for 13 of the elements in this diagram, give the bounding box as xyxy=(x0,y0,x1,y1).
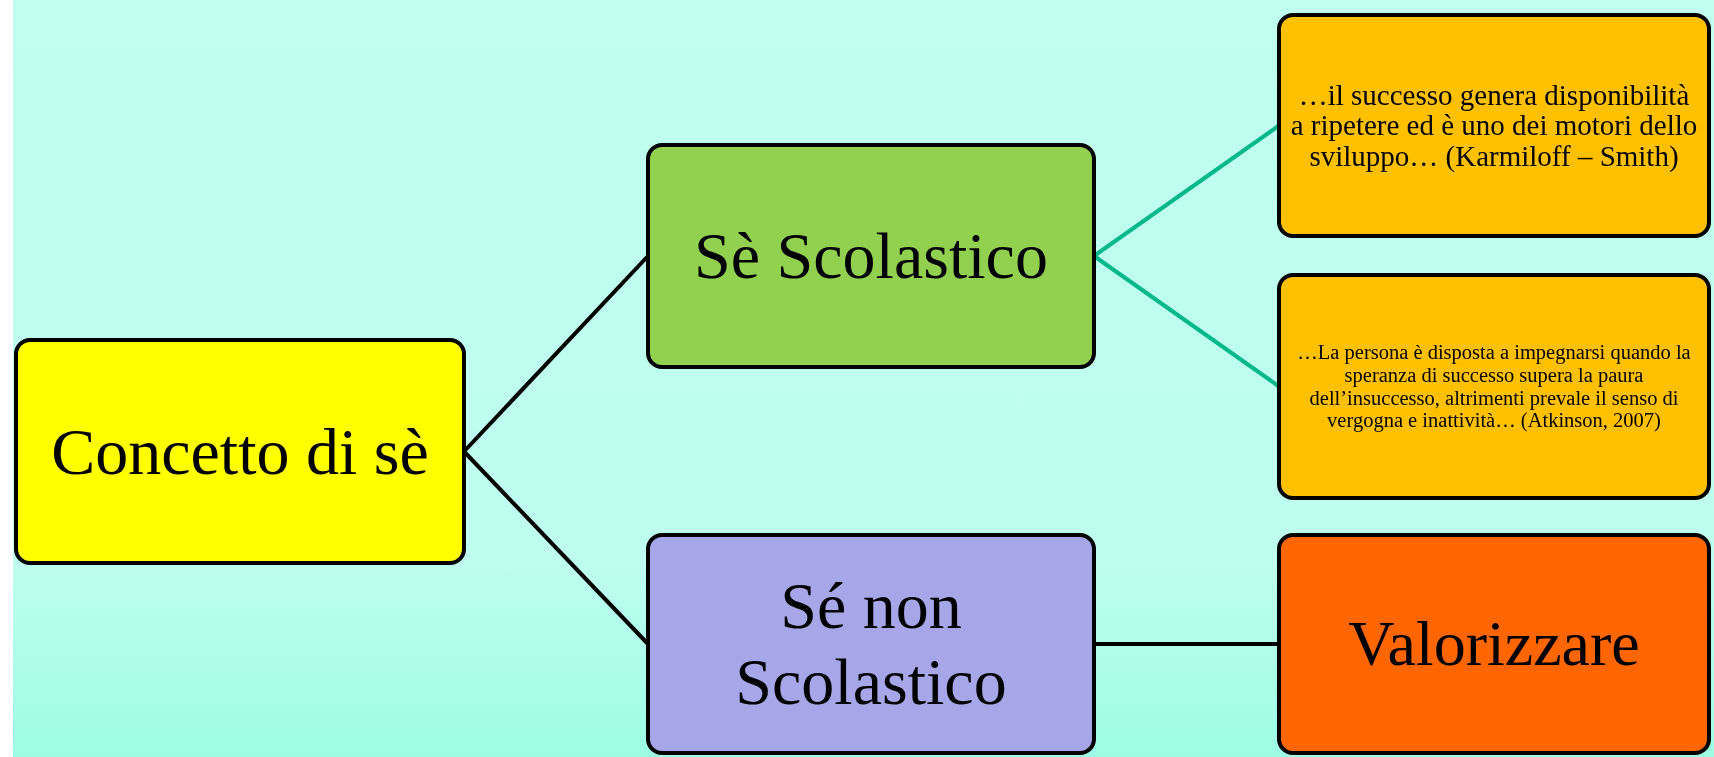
connector-line xyxy=(1094,642,1279,646)
concept-box xyxy=(646,143,1096,369)
concept-box xyxy=(646,533,1096,755)
quote-box xyxy=(1277,273,1711,500)
quote-box xyxy=(1277,13,1711,238)
node-label: Sé non Scolastico xyxy=(734,568,1008,720)
node-label: …La persona è disposta a impegnarsi quando la speranza di successo supera la paura dell’insuccesso, altrimenti prevale il senso di vergogna e inattività… (Atkinson, 2007) xyxy=(1296,341,1692,432)
node-label: …il successo genera disponibilità a ripetere ed è uno dei motori dello sviluppo… (Karmiloff – Smith) xyxy=(1289,79,1699,172)
action-box xyxy=(1277,533,1711,755)
concept-box xyxy=(14,338,466,565)
node-label: Valorizzare xyxy=(1348,608,1640,680)
node-label: Sè Scolastico xyxy=(694,218,1048,294)
node-label: Concetto di sè xyxy=(51,413,429,490)
